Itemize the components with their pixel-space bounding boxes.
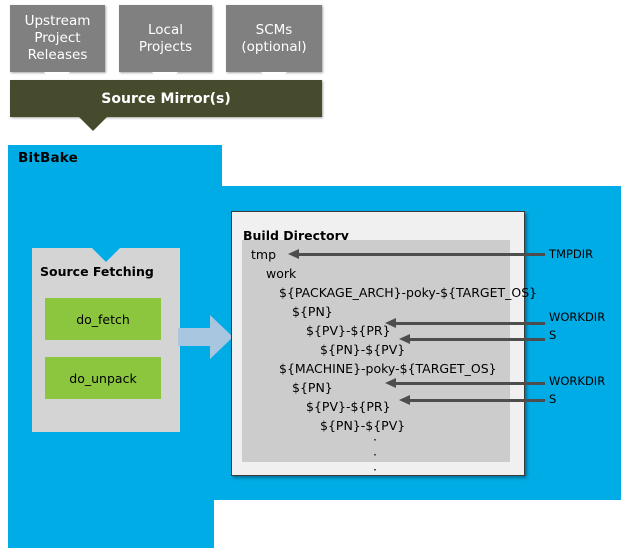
source-mirror-bar: Source Mirror(s) bbox=[10, 80, 322, 117]
annotation-arrowhead-s-1 bbox=[399, 334, 410, 344]
annotation-arrowhead-s-2 bbox=[399, 395, 410, 405]
source-line: Releases bbox=[27, 47, 88, 63]
annotation-arrowhead-tmpdir bbox=[288, 249, 299, 259]
bitbake-region-upper bbox=[8, 145, 222, 186]
annotation-arrowhead-workdir-2 bbox=[385, 378, 396, 388]
source-line: Project bbox=[34, 30, 81, 46]
source-fetching-outlet-notch bbox=[92, 432, 120, 446]
source-box-upstream: Upstream Project Releases bbox=[10, 5, 105, 72]
source-line: (optional) bbox=[241, 38, 307, 55]
source-line: SCMs bbox=[255, 21, 293, 38]
task-label: do_unpack bbox=[69, 370, 137, 386]
source-fetching-title: Source Fetching bbox=[40, 264, 154, 279]
annotation-label-workdir-2: WORKDIR bbox=[549, 374, 606, 388]
annotation-line-tmpdir bbox=[299, 253, 545, 256]
tree-item-work: work bbox=[266, 266, 297, 281]
source-box-local: Local Projects bbox=[119, 5, 212, 72]
tree-item-pv-pr-2: ${PV}-${PR} bbox=[306, 399, 391, 414]
bitbake-label: BitBake bbox=[18, 150, 78, 166]
tree-item-tmp: tmp bbox=[251, 247, 277, 262]
tree-item-pn-pv-1: ${PN}-${PV} bbox=[320, 342, 406, 357]
task-box-do-fetch: do_fetch bbox=[45, 298, 161, 340]
tree-item-pkgarch: ${PACKAGE_ARCH}-poky-${TARGET_OS} bbox=[279, 285, 538, 300]
source-line: Upstream bbox=[24, 13, 91, 29]
source-mirror-outlet-notch bbox=[79, 117, 107, 131]
source-line: Projects bbox=[138, 38, 193, 55]
annotation-label-tmpdir: TMPDIR bbox=[549, 247, 594, 261]
source-fetching-panel bbox=[32, 248, 180, 432]
build-directory-tree-panel bbox=[242, 240, 510, 462]
annotation-label-s-2: S bbox=[549, 392, 557, 406]
annotation-label-workdir-1: WORKDIR bbox=[549, 310, 606, 324]
annotation-line-s-2 bbox=[410, 399, 545, 402]
tree-item-machine: ${MACHINE}-poky-${TARGET_OS} bbox=[279, 361, 497, 376]
tree-ellipsis-dot: · bbox=[373, 462, 377, 477]
source-box-scms: SCMs (optional) bbox=[226, 5, 322, 72]
source-mirror-label: Source Mirror(s) bbox=[101, 90, 231, 107]
tree-ellipsis-dot: · bbox=[373, 447, 377, 462]
annotation-line-s-1 bbox=[410, 338, 545, 341]
bitbake-region-lower-left bbox=[8, 500, 214, 548]
annotation-line-workdir-2 bbox=[396, 382, 545, 385]
tree-item-pn-pv-2: ${PN}-${PV} bbox=[320, 418, 406, 433]
build-directory-title: Build Directory bbox=[243, 228, 349, 243]
source-line: Local bbox=[147, 21, 183, 38]
tree-item-pn-2: ${PN} bbox=[292, 380, 333, 395]
tree-item-pv-pr-1: ${PV}-${PR} bbox=[306, 323, 391, 338]
bitbake-inlet-notch bbox=[80, 145, 106, 158]
source-fetching-inlet-notch bbox=[92, 248, 120, 262]
task-box-do-unpack: do_unpack bbox=[45, 357, 161, 399]
annotation-line-workdir-1 bbox=[396, 322, 545, 325]
flow-arrow-icon bbox=[178, 315, 233, 359]
annotation-arrowhead-workdir-1 bbox=[385, 318, 396, 328]
task-label: do_fetch bbox=[76, 311, 130, 327]
tree-item-pn-1: ${PN} bbox=[292, 304, 333, 319]
tree-ellipsis-dot: · bbox=[373, 432, 377, 447]
annotation-label-s-1: S bbox=[549, 328, 557, 342]
